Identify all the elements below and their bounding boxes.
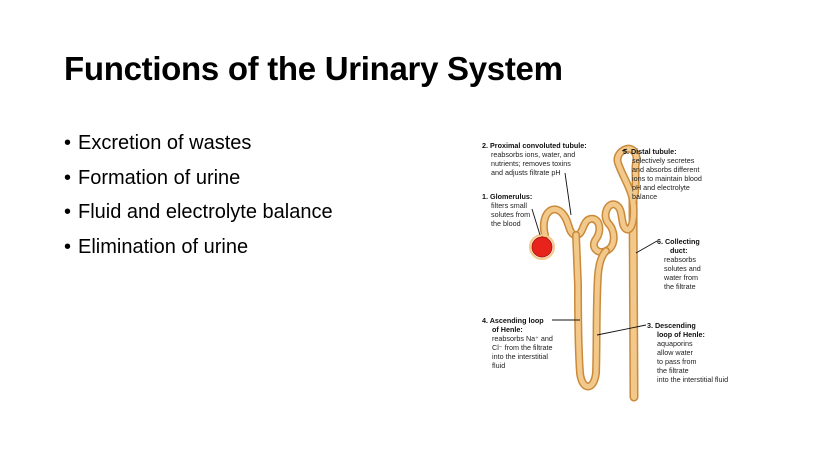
leader-collecting — [635, 240, 658, 254]
label-distal-line: selectively secretes — [632, 156, 695, 165]
bullet-item: • Fluid and electrolyte balance — [64, 195, 333, 230]
bullet-text: Fluid and electrolyte balance — [78, 201, 333, 223]
label-proximal-line: reabsorbs ions, water, and — [491, 150, 575, 159]
label-descending-line: to pass from — [657, 357, 697, 366]
nephron-diagram: 2. Proximal convoluted tubule: reabsorbs… — [470, 135, 730, 405]
label-collecting-heading: 6. Collecting — [657, 237, 700, 246]
bullet-mark: • — [64, 132, 72, 154]
bullet-text: Elimination of urine — [78, 235, 249, 258]
label-proximal-line: nutrients; removes toxins — [491, 159, 571, 168]
label-collecting: 6. Collecting duct: reabsorbs solutes an… — [657, 237, 701, 291]
bullet-mark: • — [64, 201, 72, 223]
label-distal: 5. Distal tubule: selectively secretes a… — [623, 147, 702, 201]
leader-descending — [596, 324, 647, 336]
label-glomerulus-line: filters small — [491, 201, 527, 210]
nephron-illustration — [529, 144, 641, 402]
label-glomerulus-line: solutes from — [491, 210, 530, 219]
glomerulus-capsule — [529, 234, 555, 260]
label-proximal-heading: 2. Proximal convoluted tubule: — [482, 141, 587, 150]
label-glomerulus-heading: 1. Glomerulus: — [482, 192, 532, 201]
bullet-mark: • — [64, 235, 72, 258]
label-glomerulus-line: the blood — [491, 219, 521, 228]
label-distal-heading: 5. Distal tubule: — [623, 147, 677, 156]
loop-of-henle-fill — [573, 232, 609, 389]
label-descending-line: aquaporins — [657, 339, 693, 348]
label-distal-line: balance — [632, 192, 657, 201]
label-collecting-line: the filtrate — [664, 282, 696, 291]
leader-proximal — [564, 172, 572, 216]
label-collecting-heading: duct: — [670, 246, 688, 255]
label-ascending-heading: 4. Ascending loop — [482, 316, 544, 325]
label-proximal-line: and adjusts filtrate pH — [491, 168, 561, 177]
label-collecting-line: reabsorbs — [664, 255, 696, 264]
bullet-text: Formation of urine — [78, 166, 241, 189]
nephron-svg: 2. Proximal convoluted tubule: reabsorbs… — [482, 141, 728, 402]
label-descending-line: allow water — [657, 348, 694, 357]
bullet-item: • Excretion of wastes — [64, 126, 333, 161]
label-collecting-line: water from — [663, 273, 698, 282]
label-ascending: 4. Ascending loop of Henle: reabsorbs Na… — [482, 316, 553, 370]
label-ascending-line: into the interstitial — [492, 352, 548, 361]
bullet-mark: • — [64, 166, 72, 189]
leader-distal — [621, 148, 628, 152]
collecting-duct-fill — [630, 197, 637, 400]
leader-glomerulus — [531, 208, 541, 236]
label-glomerulus: 1. Glomerulus: filters small solutes fro… — [482, 192, 532, 228]
label-descending: 3. Descending loop of Henle: aquaporins … — [647, 321, 728, 384]
label-ascending-heading: of Henle: — [492, 325, 523, 334]
label-ascending-line: fluid — [492, 361, 505, 370]
label-distal-line: ions to maintain blood — [632, 174, 702, 183]
label-descending-line: the filtrate — [657, 366, 689, 375]
slide-title: Functions of the Urinary System — [64, 50, 563, 87]
bullet-text: Excretion of wastes — [78, 132, 252, 154]
bullet-item: • Formation of urine — [64, 161, 333, 196]
label-descending-heading: loop of Henle: — [657, 330, 705, 339]
bullet-list: • Excretion of wastes • Formation of urine… — [64, 126, 333, 264]
label-descending-heading: 3. Descending — [647, 321, 696, 330]
glomerulus — [531, 236, 553, 258]
label-ascending-line: Cl⁻ from the filtrate — [492, 343, 553, 352]
label-distal-line: and absorbs different — [632, 165, 699, 174]
label-distal-line: pH and electrolyte — [632, 183, 690, 192]
label-ascending-line: reabsorbs Na⁺ and — [492, 334, 553, 343]
bullet-item: • Elimination of urine — [64, 230, 333, 265]
label-descending-line: into the interstitial fluid — [657, 375, 728, 384]
label-proximal: 2. Proximal convoluted tubule: reabsorbs… — [482, 141, 587, 177]
leader-lines — [531, 148, 658, 336]
label-collecting-line: solutes and — [664, 264, 701, 273]
